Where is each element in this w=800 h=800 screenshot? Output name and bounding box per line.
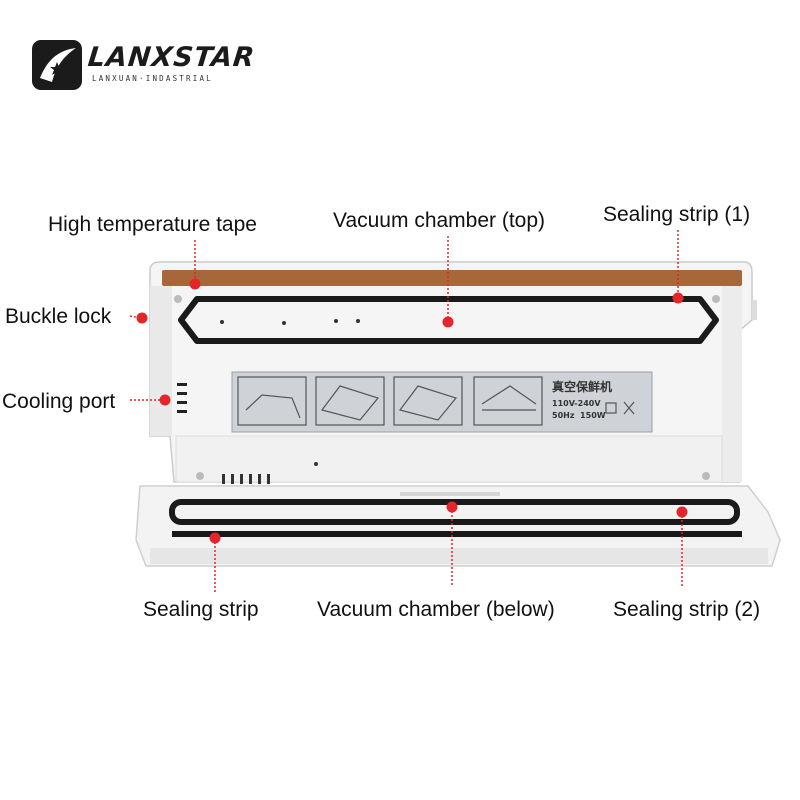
dot-sealing-strip-1: [672, 292, 684, 304]
vent-slots: [222, 474, 270, 484]
panel-voltage: 110V-240V: [552, 399, 601, 408]
label-high-temperature-tape: High temperature tape: [48, 213, 257, 236]
instruction-panel: [231, 371, 653, 433]
dot-vacuum-top: [442, 316, 454, 328]
sealer-base: [135, 485, 781, 567]
annotation-dots: [136, 278, 688, 544]
label-sealing-strip: Sealing strip: [143, 598, 259, 621]
label-sealing-strip-1: Sealing strip (1): [603, 203, 751, 226]
dot-sealing-strip-2: [676, 506, 688, 518]
logo-emblem-icon: [32, 40, 82, 90]
dot-high-temp-tape: [189, 278, 201, 290]
label-sealing-strip-2: Sealing strip (2): [613, 598, 761, 621]
dot-sealing-strip: [209, 532, 221, 544]
top-gasket: [178, 296, 719, 344]
label-vacuum-chamber-top: Vacuum chamber (top): [333, 209, 546, 232]
annotation-lines: [129, 230, 683, 592]
brand-subtitle: LANXUAN·INDASTRIAL: [92, 74, 213, 83]
lower-sealing-strip: [172, 531, 742, 537]
dot-vacuum-below: [446, 501, 458, 513]
dot-cooling-port: [159, 394, 171, 406]
panel-rating: 50Hz 150W: [552, 411, 606, 420]
cooling-port-slots: [177, 383, 187, 413]
label-cooling-port: Cooling port: [2, 390, 116, 413]
panel-name-cn: 真空保鲜机: [552, 379, 612, 394]
high-temperature-tape: [162, 270, 742, 286]
label-vacuum-chamber-below: Vacuum chamber (below): [317, 598, 555, 621]
dot-buckle-lock: [136, 312, 148, 324]
brand-logo: LANXSTAR LANXUAN·INDASTRIAL: [30, 38, 260, 94]
label-buckle-lock: Buckle lock: [5, 305, 112, 328]
lower-gasket: [169, 499, 740, 525]
